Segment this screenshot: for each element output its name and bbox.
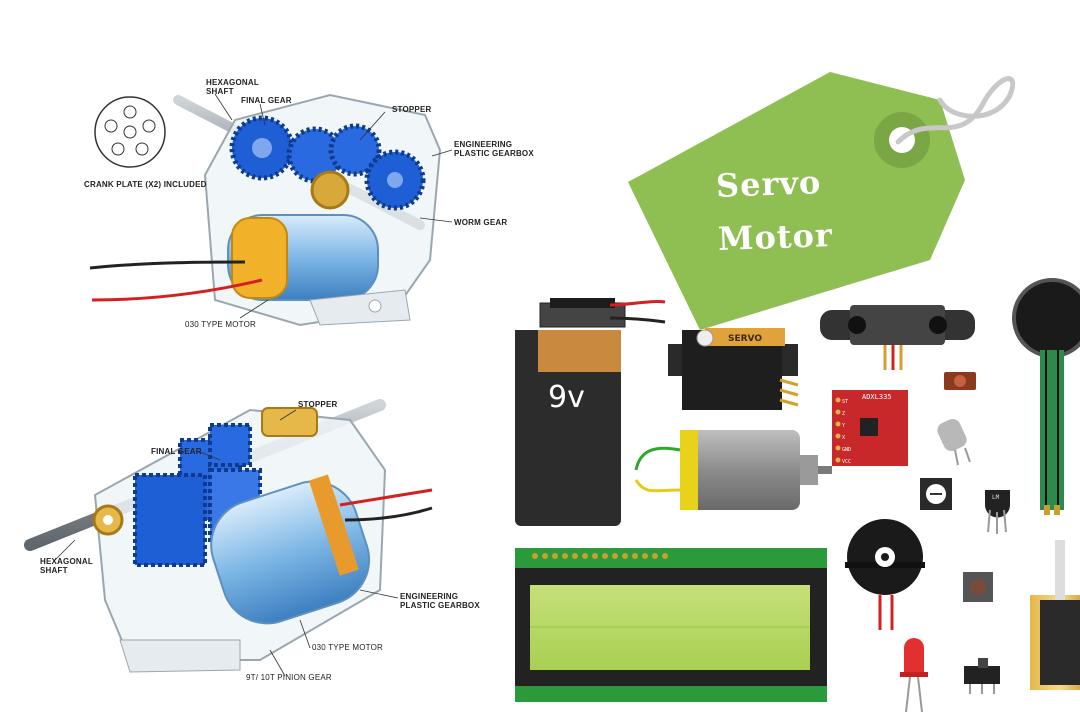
accelerometer-pins: ST Z Y X GND VCC <box>842 399 852 465</box>
battery-9v <box>515 298 666 526</box>
motor-icon <box>210 474 371 625</box>
distance-sensor-icon <box>820 305 975 370</box>
tilt-sensor-icon <box>937 418 971 466</box>
label-crank-plate: CRANK PLATE (x2) INCLUDED <box>84 180 207 189</box>
label-stopper-bottom: STOPPER <box>298 400 338 409</box>
potentiometer-icon <box>920 478 952 510</box>
accelerometer-board <box>832 390 908 466</box>
bottom-gearbox-diagram <box>24 399 433 677</box>
servo-icon <box>668 328 799 410</box>
label-worm-gear: WORM GEAR <box>454 218 508 227</box>
dc-motor-icon <box>634 430 832 510</box>
solenoid-icon <box>1030 540 1080 690</box>
buzzer-icon <box>845 519 925 630</box>
label-hexagonal-shaft: HEXAGONAL SHAFT <box>206 78 259 96</box>
photoresistor-icon <box>944 372 976 390</box>
label-final-gear-bottom: FINAL GEAR <box>151 447 202 456</box>
battery-label: 9v <box>548 380 585 415</box>
label-hexagonal-shaft-bottom: HEXAGONAL SHAFT <box>40 557 93 575</box>
bearing-icon <box>92 407 318 536</box>
servo-motor-tag <box>628 72 1016 330</box>
transistor-icon <box>985 490 1010 534</box>
transistor-label: LM <box>992 494 1000 501</box>
tag-title-line2: Motor <box>717 216 834 258</box>
label-engineering-gearbox: ENGINEERING PLASTIC GEARBOX <box>454 140 534 158</box>
led-icon <box>900 638 928 713</box>
label-motor-type: 030 TYPE MOTOR <box>185 320 256 329</box>
label-pinion-gear: 9T/ 10T PINION GEAR <box>246 673 332 682</box>
motor-icon <box>227 214 379 301</box>
slide-switch-icon <box>964 658 1000 694</box>
label-final-gear: FINAL GEAR <box>241 96 292 105</box>
top-gearbox-diagram <box>89 93 453 327</box>
lcd-display-icon <box>515 548 827 702</box>
label-stopper: STOPPER <box>392 105 432 114</box>
gear-cluster-icon <box>229 115 426 211</box>
force-sensor-icon <box>1012 278 1080 515</box>
label-engineering-gearbox-bottom: ENGINEERING PLASTIC GEARBOX <box>400 592 480 610</box>
servo-label: SERVO <box>728 334 763 344</box>
accelerometer-label: ADXL335 <box>862 393 892 401</box>
tag-title-line1: Servo <box>715 163 822 205</box>
crank-plate-icon <box>94 96 166 168</box>
label-motor-type-bottom: 030 TYPE MOTOR <box>312 643 383 652</box>
push-button-icon <box>963 572 993 602</box>
